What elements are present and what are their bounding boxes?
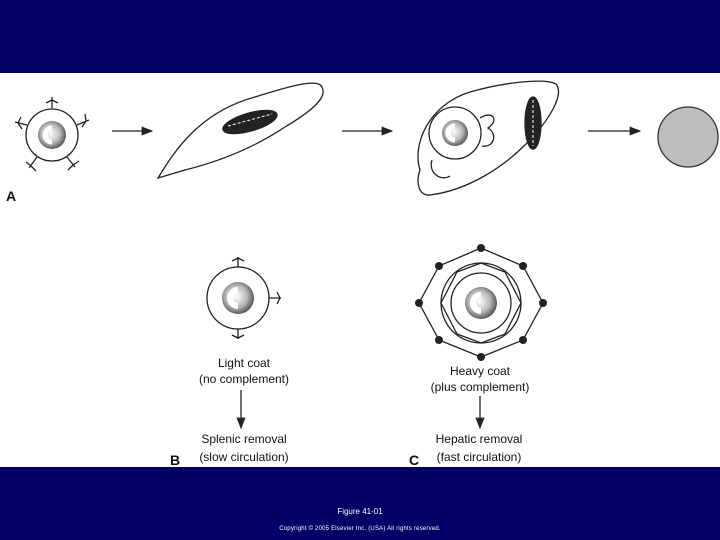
plus-complement-label: (plus complement) <box>431 380 530 394</box>
panel-letter-c: C <box>409 452 419 467</box>
figure-caption: Figure 41-01 <box>337 507 383 516</box>
fast-circulation-label: (fast circulation) <box>437 450 522 464</box>
no-complement-label: (no complement) <box>199 372 289 386</box>
hepatic-removal-label: Hepatic removal <box>436 432 523 446</box>
splenic-removal-label: Splenic removal <box>201 432 286 446</box>
light-coat-label: Light coat <box>218 356 271 370</box>
heavy-coat-cell <box>415 244 547 361</box>
panel-letter-a: A <box>6 188 16 204</box>
footer: Figure 41-01 Copyright © 2005 Elsevier I… <box>0 467 720 540</box>
heavy-coat-label: Heavy coat <box>450 364 511 378</box>
slow-circulation-label: (slow circulation) <box>199 450 288 464</box>
figure-panel: A Light coat (no complement) Splenic rem… <box>0 73 720 467</box>
engulfment-a <box>417 80 560 196</box>
phagocytosis-figure: A Light coat (no complement) Splenic rem… <box>6 80 719 467</box>
light-coat-cell <box>206 257 281 339</box>
degraded-cell <box>657 106 719 168</box>
macrophage-a <box>156 82 324 180</box>
copyright-notice: Copyright © 2005 Elsevier Inc. (USA) All… <box>279 526 441 532</box>
panel-letter-b: B <box>170 452 180 467</box>
opsonized-cell-a <box>14 97 90 172</box>
slide-header <box>0 0 720 73</box>
